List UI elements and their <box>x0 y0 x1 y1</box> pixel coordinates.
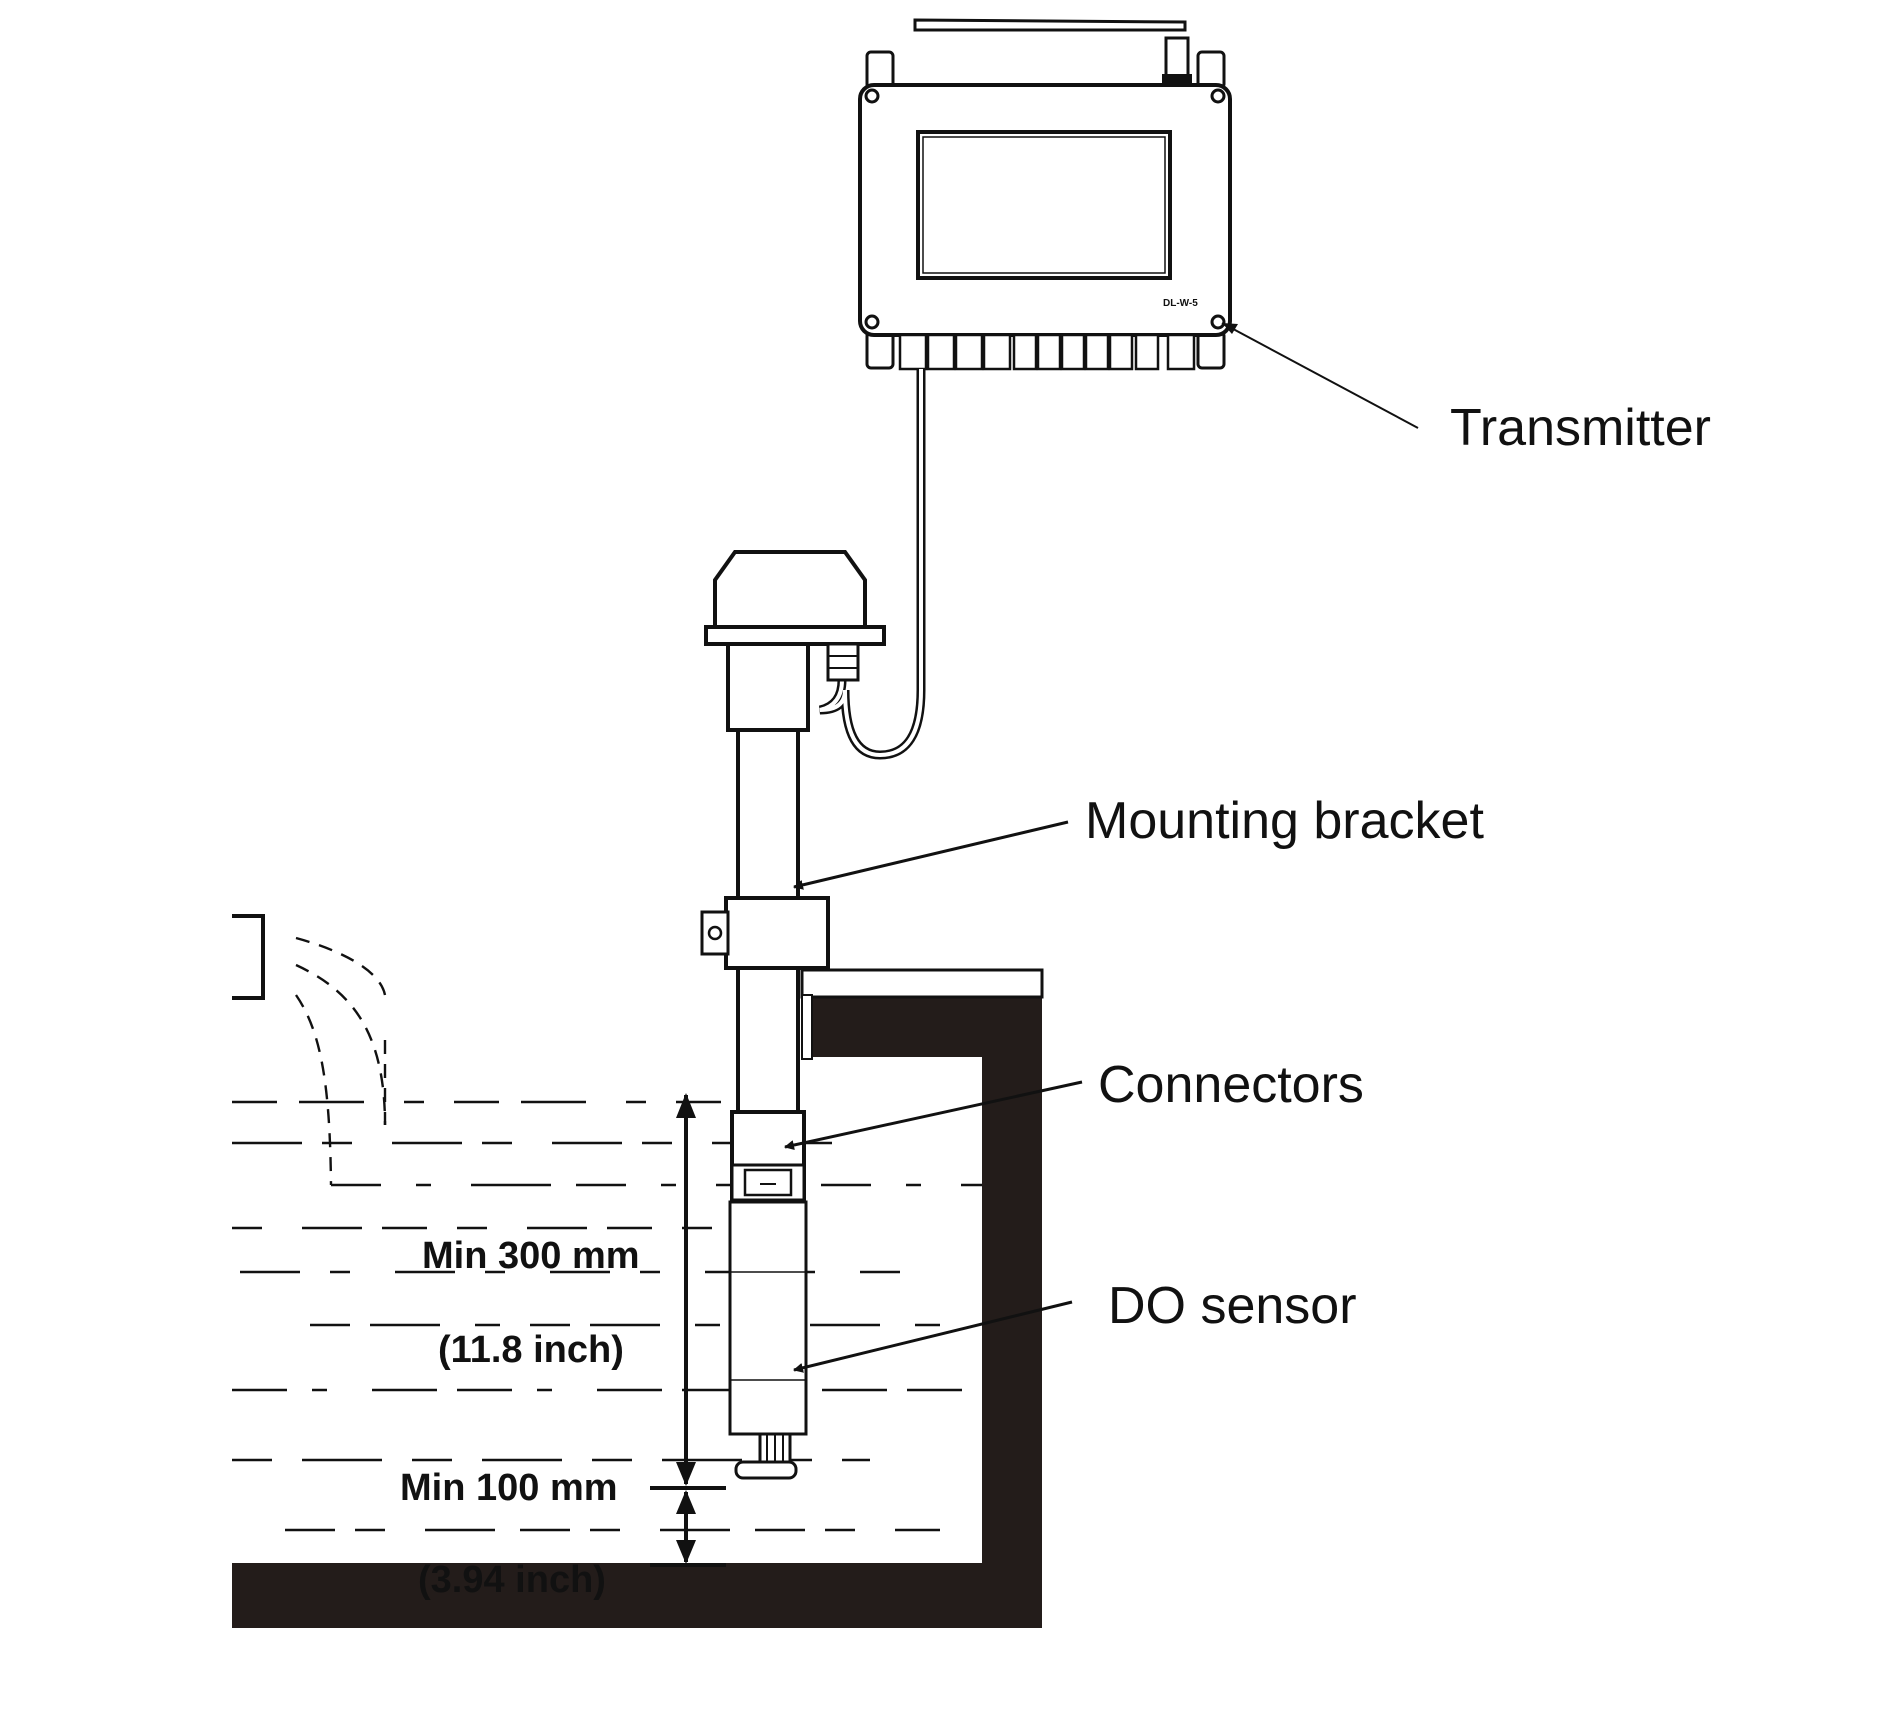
mounting-bracket-label: Mounting bracket <box>1085 792 1484 850</box>
leader-lines <box>784 322 1419 1373</box>
connectors-label: Connectors <box>1098 1056 1364 1114</box>
inlet-pipe <box>232 914 387 1186</box>
transmitter-model-label: DL-W-5 <box>1163 298 1198 309</box>
do-sensor <box>728 1200 808 1436</box>
water <box>232 1100 982 1532</box>
sensor-cable-inner <box>819 369 923 758</box>
mounting-bracket <box>724 896 830 970</box>
transmitter: DL-W-5 <box>858 18 1232 371</box>
depth-mm-label: Min 300 mm <box>422 1235 640 1277</box>
transmitter-label: Transmitter <box>1450 399 1711 457</box>
depth-inch-label: (11.8 inch) <box>438 1329 624 1371</box>
transmitter-screen <box>916 130 1172 280</box>
tank-inner-wall <box>801 994 813 1060</box>
tank-ledge <box>800 968 1044 999</box>
antenna-icon <box>913 18 1192 84</box>
sensor-assembly <box>700 550 886 1480</box>
do-sensor-label: DO sensor <box>1108 1277 1357 1335</box>
dimension-lines <box>650 1093 726 1567</box>
tank-wall-top-inner <box>812 995 1042 1057</box>
bottom-mm-label: Min 100 mm <box>400 1467 618 1509</box>
tank-floor <box>232 1563 1042 1628</box>
bottom-inch-label: (3.94 inch) <box>418 1559 606 1601</box>
cable-glands <box>898 333 1196 371</box>
